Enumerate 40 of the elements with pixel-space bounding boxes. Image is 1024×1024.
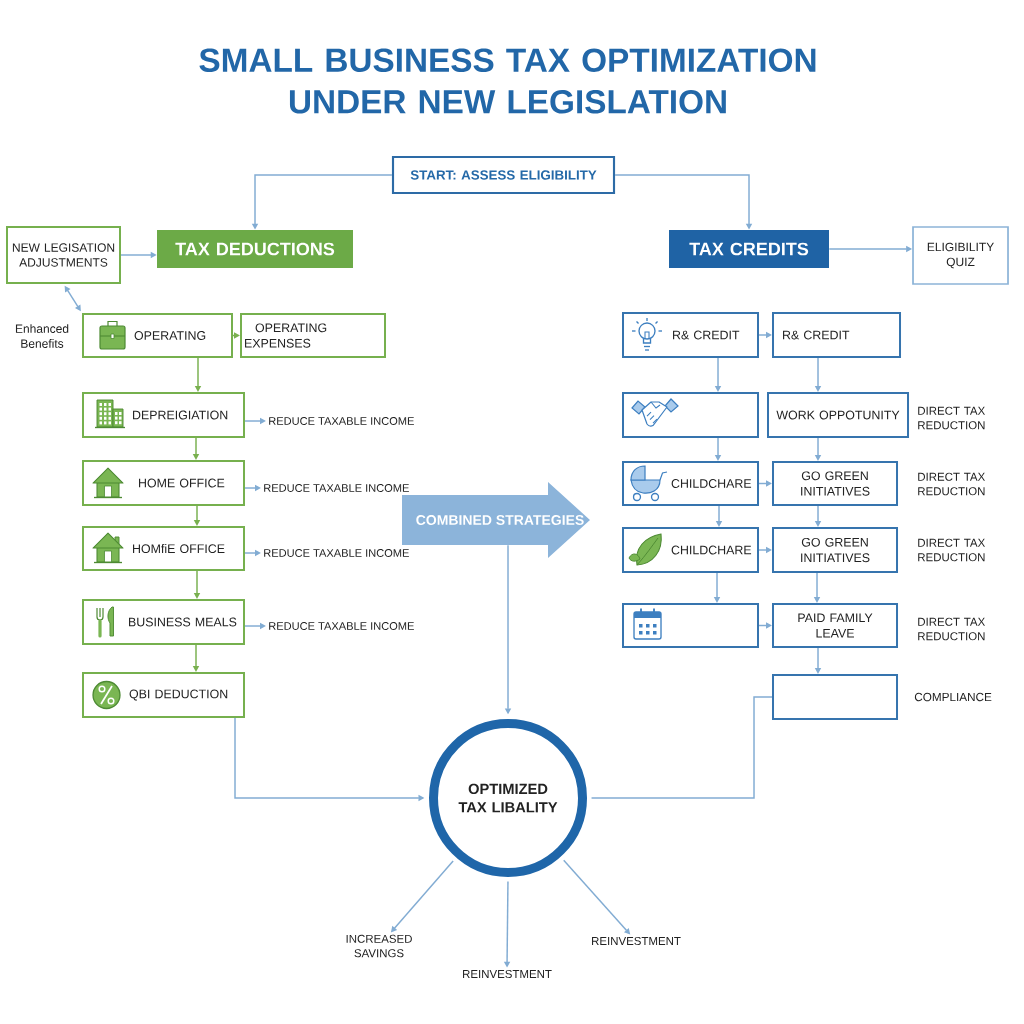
header-box: TAX CREDITS <box>669 230 829 268</box>
arrow <box>758 622 772 629</box>
process-box: GO GREEN INITIATIVES <box>772 527 898 573</box>
outcome-label: INCREASED SAVINGS <box>346 934 412 958</box>
process-box: R& CREDIT <box>772 312 901 358</box>
process-box: HOME OFFICE <box>82 460 245 506</box>
side-note: Enhanced Benefits <box>15 324 69 348</box>
process-box: GO GREEN INITIATIVES <box>772 461 898 506</box>
process-box: WORK OPPOTUNITY <box>767 392 909 438</box>
outcome-label: REINVESTMENT <box>463 969 552 979</box>
note-text: REDUCE TAXABLE INCOME <box>264 549 409 557</box>
process-box: OPERATING EXPENSES <box>240 313 386 358</box>
note-text: REDUCE TAXABLE INCOME <box>269 417 414 425</box>
outcome-label: REINVESTMENT <box>592 936 681 946</box>
arrow <box>232 332 240 339</box>
side-note: DIRECT TAX REDUCTION <box>918 538 985 562</box>
side-note: DIRECT TAX REDUCTION <box>918 472 985 496</box>
title: SMALL BUSINESS TAX OPTIMIZATION UNDER NEW LEGISLATION <box>199 48 816 114</box>
process-box: PAID FAMILY LEAVE <box>772 603 898 648</box>
side-note: DIRECT TAX REDUCTION <box>918 617 985 641</box>
process-box: NEW LEGISATION ADJUSTMENTS <box>6 226 121 284</box>
process-box: DEPREIGIATION <box>82 392 245 438</box>
icon-box <box>622 392 759 438</box>
process-box: HOMfiE OFFICE <box>82 526 245 571</box>
process-box: OPERATING <box>82 313 233 358</box>
empty-box <box>772 674 898 720</box>
header-box: TAX DEDUCTIONS <box>157 230 353 268</box>
connector-line <box>590 696 773 799</box>
icon-box <box>622 603 759 648</box>
process-box: R& CREDIT <box>622 312 759 358</box>
note-text: REDUCE TAXABLE INCOME <box>269 622 414 630</box>
process-box: START: ASSESS ELIGIBILITY <box>391 155 616 195</box>
arrow <box>758 480 772 487</box>
note-text: REDUCE TAXABLE INCOME <box>264 484 409 492</box>
side-note: COMPLIANCE <box>914 692 992 702</box>
side-note: DIRECT TAX REDUCTION <box>918 406 985 430</box>
process-box: BUSINESS MEALS <box>82 599 245 645</box>
process-box: ELIGIBILITY QUIZ <box>912 226 1009 285</box>
process-box: QBI DEDUCTION <box>82 672 245 718</box>
process-box: CHILDCHARE <box>622 527 759 573</box>
